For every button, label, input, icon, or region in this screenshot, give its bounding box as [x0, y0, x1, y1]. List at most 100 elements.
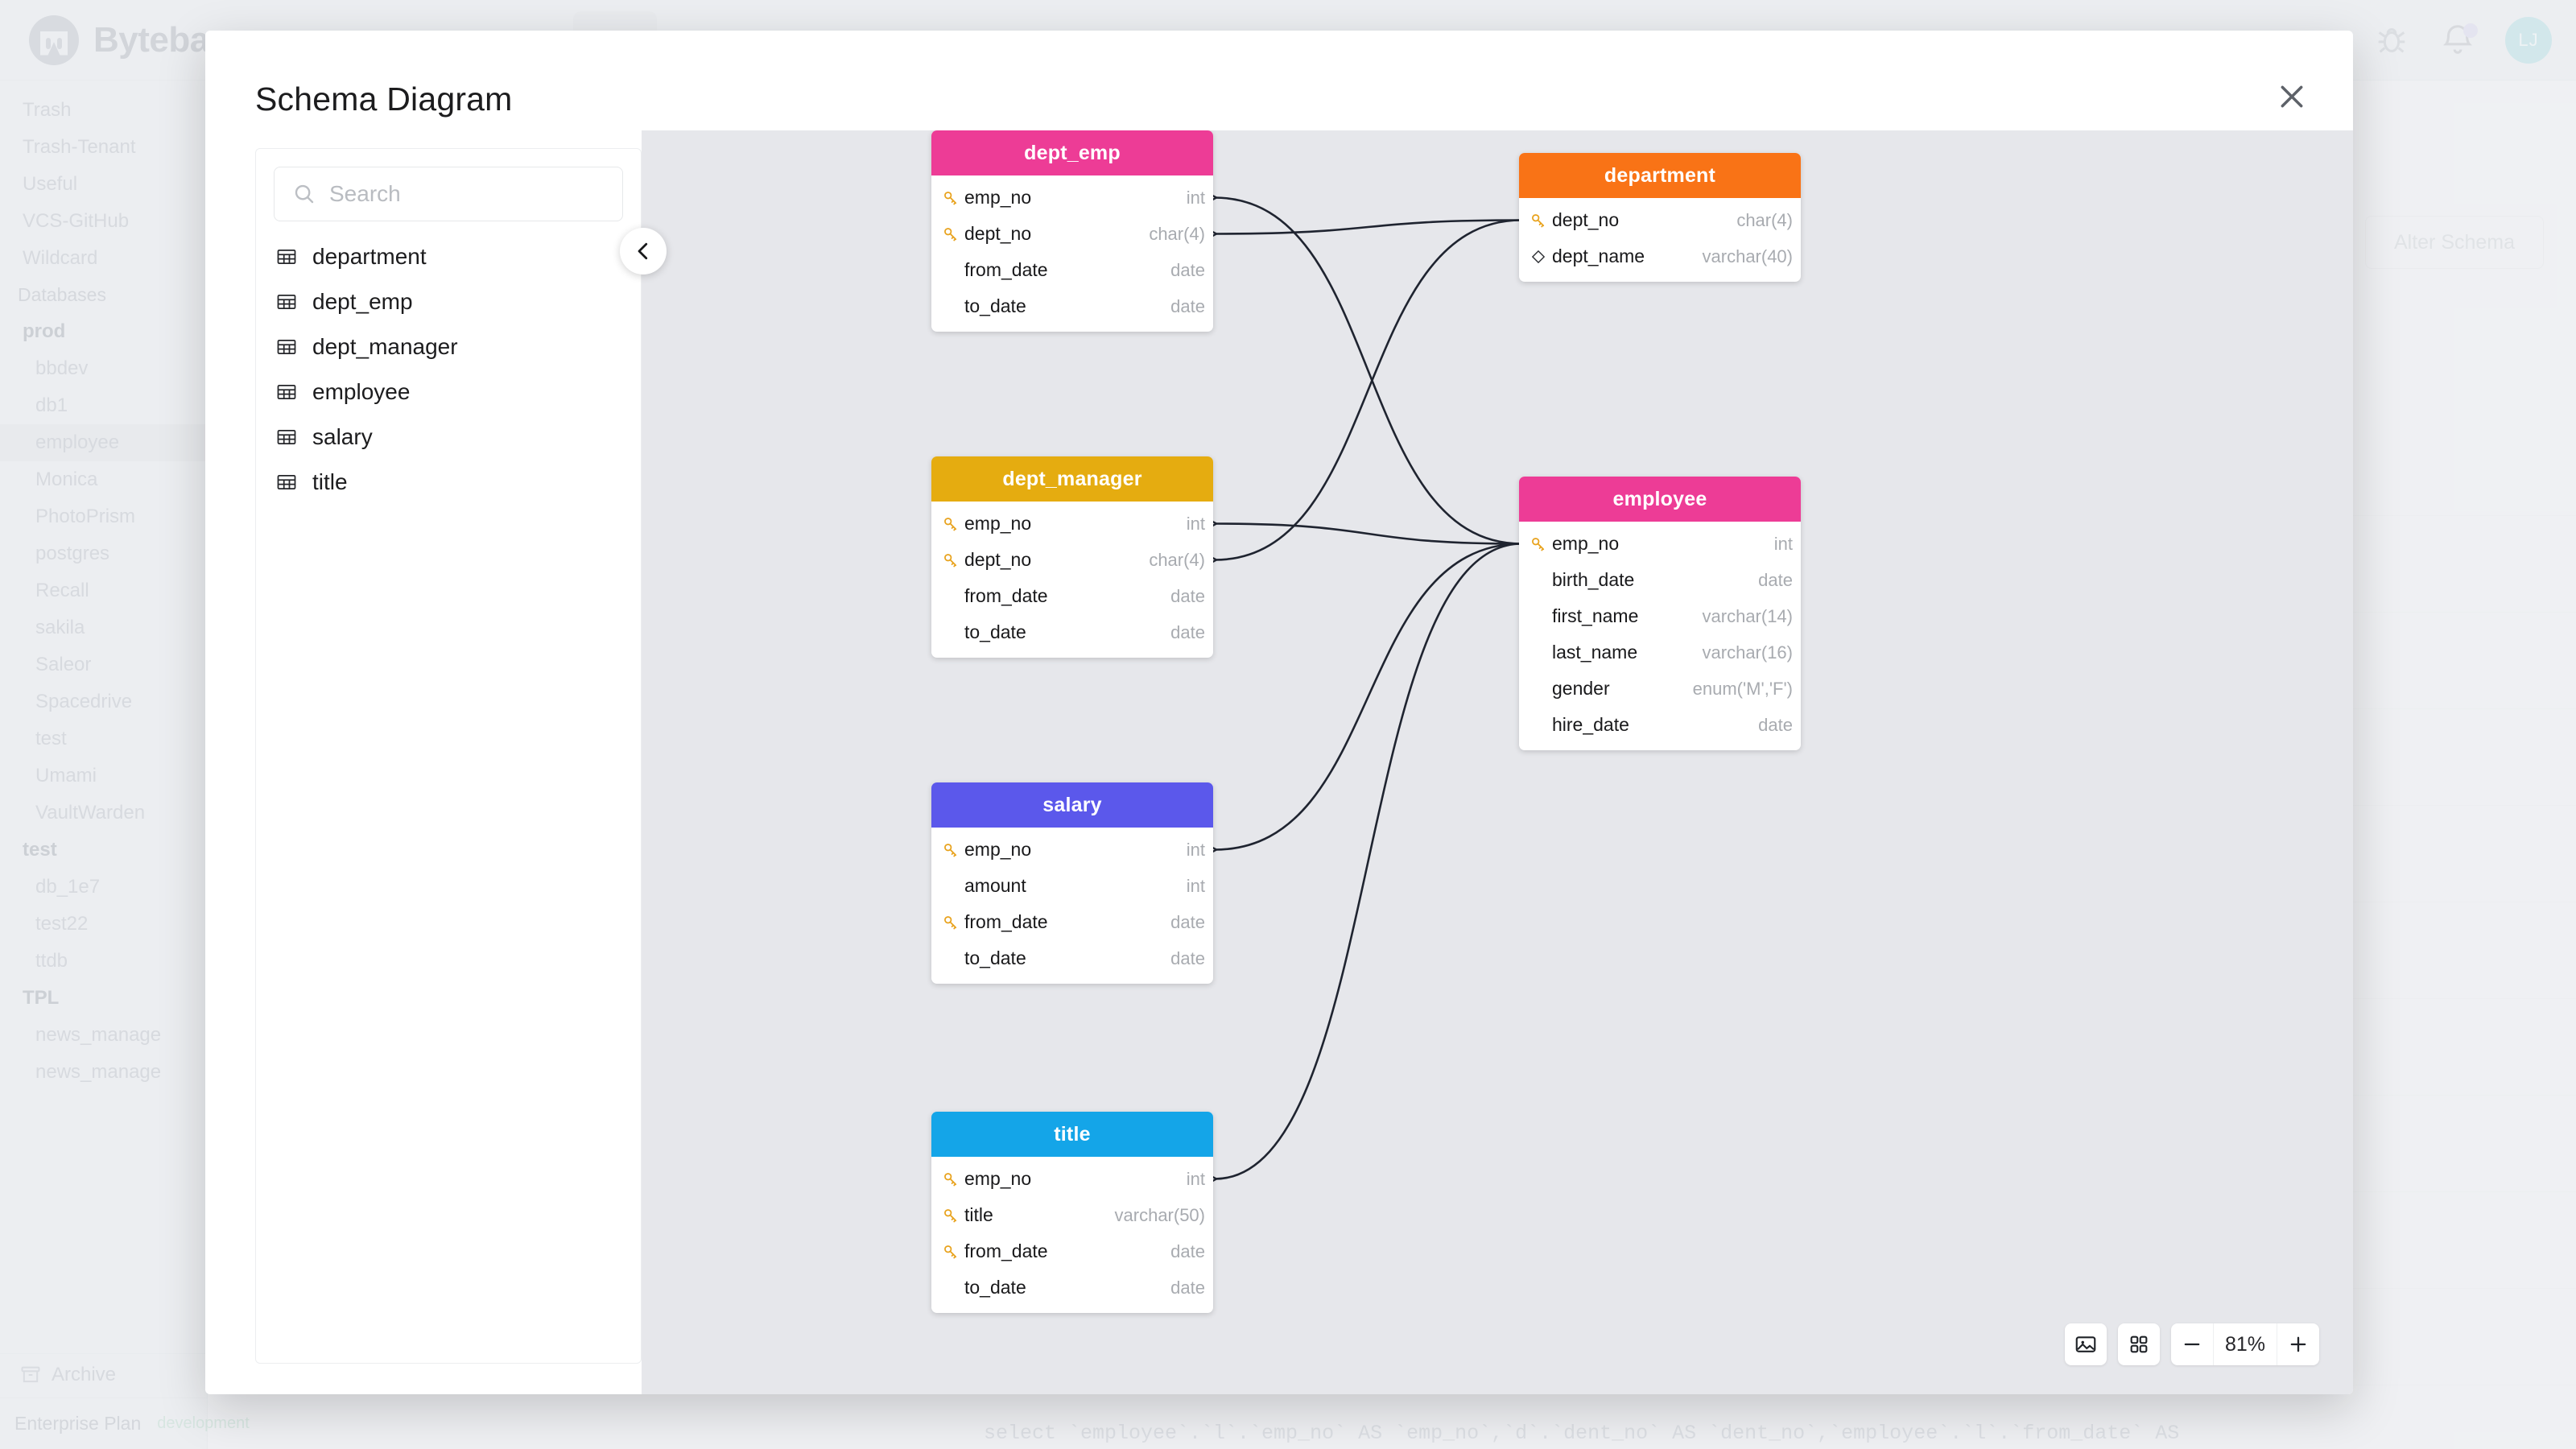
primary-key-icon — [944, 227, 957, 241]
edge-title-emp_no-to-employee-emp_no — [1215, 544, 1521, 1179]
column-type: date — [1170, 1277, 1205, 1298]
column-name: from_date — [964, 911, 1048, 932]
table-column-row[interactable]: emp_no int — [931, 832, 1213, 868]
column-name: emp_no — [964, 839, 1032, 860]
column-type: int — [1186, 513, 1205, 534]
column-name: emp_no — [964, 513, 1032, 534]
table-column-row[interactable]: to_date date — [931, 288, 1213, 324]
collapse-panel-button[interactable] — [620, 228, 667, 275]
column-icon-slot — [1530, 212, 1552, 229]
edge-dept_emp-dept_no-to-department-dept_no — [1215, 221, 1521, 234]
column-type: char(4) — [1149, 549, 1205, 570]
column-type: varchar(16) — [1702, 642, 1793, 663]
column-name: title — [964, 1204, 993, 1225]
column-icon-slot — [942, 551, 964, 569]
table-node-header: title — [931, 1112, 1213, 1157]
column-name: last_name — [1552, 642, 1638, 663]
column-type: date — [1170, 295, 1205, 316]
search-input[interactable]: Search — [274, 167, 623, 221]
zoom-level: 81% — [2212, 1323, 2277, 1365]
table-icon — [277, 339, 296, 355]
grid-layout-icon[interactable] — [2117, 1323, 2160, 1365]
list-item-label: employee — [312, 379, 411, 404]
close-icon[interactable] — [2269, 74, 2314, 119]
image-export-icon[interactable] — [2064, 1323, 2107, 1365]
column-name: from_date — [964, 259, 1048, 280]
column-icon-slot — [1530, 535, 1552, 553]
table-icon — [277, 294, 296, 310]
primary-key-icon — [944, 553, 957, 567]
column-type: char(4) — [1149, 223, 1205, 244]
chevron-left-icon — [638, 242, 648, 260]
column-name: from_date — [964, 1241, 1048, 1261]
column-type: enum('M','F') — [1692, 678, 1793, 699]
list-item-label: dept_manager — [312, 334, 458, 359]
column-icon-slot — [942, 225, 964, 243]
table-icon — [277, 249, 296, 265]
table-column-row[interactable]: from_date date — [931, 252, 1213, 288]
list-item[interactable]: employee — [256, 369, 641, 415]
table-column-row[interactable]: emp_no int — [931, 506, 1213, 542]
edge-dept_manager-emp_no-to-employee-emp_no — [1215, 524, 1521, 544]
column-name: dept_no — [964, 223, 1032, 244]
table-node-header: dept_emp — [931, 130, 1213, 175]
column-type: varchar(14) — [1702, 605, 1793, 626]
table-icon — [277, 429, 296, 445]
table-column-row[interactable]: last_name varchar(16) — [1519, 634, 1801, 671]
table-column-row[interactable]: from_date date — [931, 904, 1213, 940]
edge-dept_emp-emp_no-to-employee-emp_no — [1215, 198, 1521, 544]
index-diamond-icon — [1531, 250, 1546, 263]
column-name: emp_no — [964, 187, 1032, 208]
column-name: dept_no — [1552, 209, 1620, 230]
column-name: emp_no — [1552, 533, 1620, 554]
list-item[interactable]: salary — [256, 415, 641, 460]
column-name: to_date — [964, 295, 1026, 316]
relationship-edges — [642, 130, 2353, 1394]
table-icon — [277, 474, 296, 490]
plus-icon[interactable] — [2277, 1323, 2319, 1365]
list-item-label: title — [312, 469, 348, 494]
minus-icon[interactable] — [2171, 1323, 2213, 1365]
primary-key-icon — [1532, 537, 1545, 551]
column-type: date — [1170, 259, 1205, 280]
list-item-label: dept_emp — [312, 289, 413, 314]
column-icon-slot — [942, 841, 964, 859]
primary-key-icon — [944, 191, 957, 204]
column-icon-slot — [942, 1207, 964, 1224]
list-item[interactable]: dept_manager — [256, 324, 641, 369]
list-item[interactable]: dept_emp — [256, 279, 641, 324]
table-column-row[interactable]: dept_no char(4) — [931, 216, 1213, 252]
column-type: date — [1170, 911, 1205, 932]
column-icon-slot — [942, 1170, 964, 1188]
list-item[interactable]: department — [256, 234, 641, 279]
column-type: int — [1186, 839, 1205, 860]
primary-key-icon — [944, 1245, 957, 1258]
list-item[interactable]: title — [256, 460, 641, 505]
